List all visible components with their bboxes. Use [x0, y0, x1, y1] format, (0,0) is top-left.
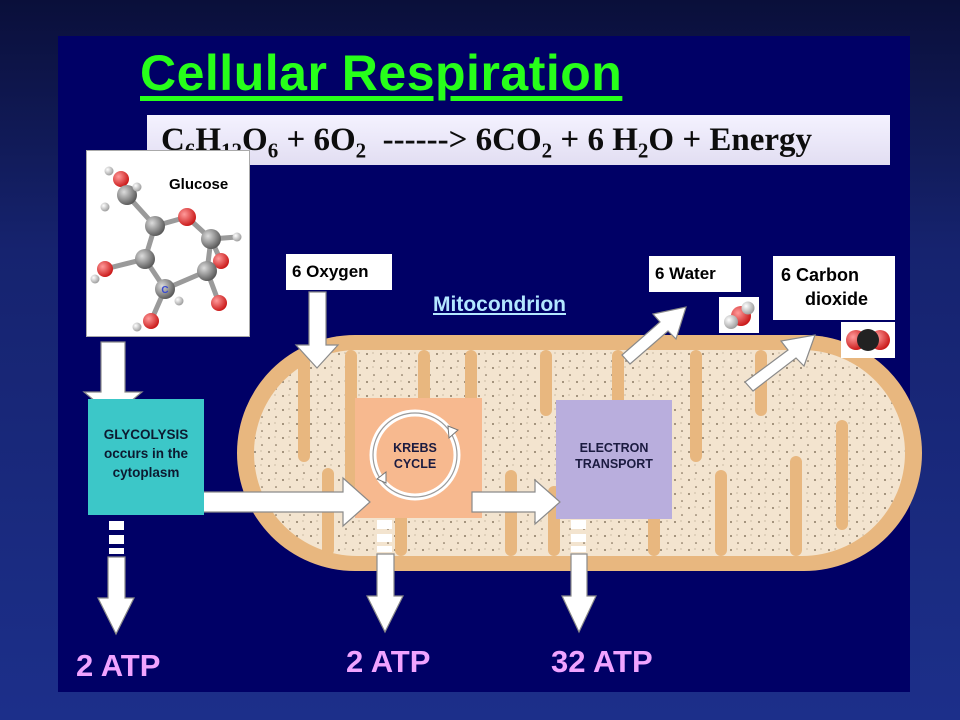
electron-transport-box: ELECTRON TRANSPORT	[556, 400, 672, 519]
electron-transport-label-line1: ELECTRON	[580, 441, 649, 455]
water-output-label: 6 Water	[649, 256, 741, 292]
glycolysis-box: GLYCOLYSIS occurs in the cytoplasm	[88, 399, 204, 515]
krebs-atp-label: 2 ATP	[346, 644, 431, 679]
oxygen-in-arrow-icon	[294, 291, 340, 369]
cycle-arrowhead-icon	[376, 470, 387, 484]
glucose-label: Glucose	[169, 176, 229, 193]
water-out-arrow-icon	[621, 306, 687, 365]
equation-banner: C6H12O6 + 6O2 ------> 6CO2 + 6 H2O + Ene…	[147, 115, 890, 165]
oxygen-input-label: 6 Oxygen	[286, 254, 392, 290]
glucose-molecule-card: C Glucose	[86, 150, 250, 337]
glycolysis-label-line2: occurs in the	[103, 446, 189, 461]
glycolysis-label-line1: GLYCOLYSIS	[103, 427, 189, 442]
electron-transport-label-line2: TRANSPORT	[575, 457, 653, 471]
glycolysis-label-line3: cytoplasm	[112, 465, 180, 480]
co2-out-arrow-icon	[744, 334, 816, 392]
co2-label-line1: 6 Carbon	[781, 265, 860, 285]
krebs-label-line1: KREBS	[393, 441, 437, 455]
co2-output-label: 6 Carbon dioxide	[773, 256, 895, 320]
co2-molecule-icon	[841, 322, 895, 358]
krebs-atp-arrow-icon	[366, 553, 404, 634]
krebs-label-line2: CYCLE	[394, 457, 436, 471]
glycolysis-to-krebs-arrow-icon	[189, 476, 371, 528]
cycle-arrowhead-icon	[447, 425, 459, 440]
water-molecule-icon	[719, 297, 759, 333]
glycolysis-atp-label: 2 ATP	[76, 648, 161, 683]
dashed-connectors	[109, 520, 586, 554]
glucose-molecule-icon: C	[90, 166, 242, 332]
co2-label-line2: dioxide	[805, 289, 869, 309]
carbon-atom-label: C	[161, 285, 168, 296]
slide-title: Cellular Respiration	[140, 45, 623, 101]
glycolysis-atp-arrow-icon	[97, 556, 135, 636]
mitochondrion-label: Mitocondrion	[433, 293, 566, 316]
krebs-cycle-box: KREBS CYCLE	[355, 398, 482, 518]
electron-transport-atp-arrow-icon	[561, 553, 597, 634]
electron-transport-atp-label: 32 ATP	[551, 644, 653, 679]
krebs-to-electron-arrow-icon	[471, 478, 561, 526]
